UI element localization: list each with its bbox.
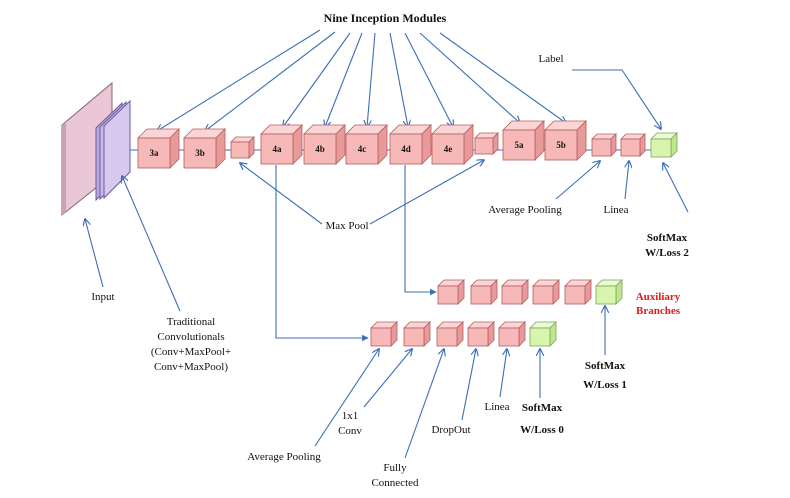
- title-arrow-4: [325, 32, 363, 127]
- module-label: 4c: [358, 144, 367, 154]
- softmax2-line1: SoftMax: [647, 232, 688, 244]
- linea-main-arrow: [625, 161, 629, 200]
- title-arrow-2: [205, 31, 336, 131]
- max-pool-block-2: [474, 132, 499, 155]
- softmax2-arrow: [663, 163, 689, 213]
- aux1-block-2: [470, 279, 498, 305]
- module-label: 5b: [556, 140, 566, 150]
- inception-4e: 4e: [431, 124, 474, 165]
- inception-4b: 4b: [303, 124, 346, 165]
- title-arrow-6: [389, 32, 408, 127]
- average-pooling-aux-text: Average Pooling: [247, 451, 321, 463]
- max-pool-arrow-2: [369, 160, 484, 225]
- softmax2-line2: W/Loss 2: [645, 247, 689, 259]
- aux0-block-4: [467, 321, 495, 347]
- conv1x1-line1: 1x1: [342, 410, 359, 422]
- aux1-block-3: [501, 279, 529, 305]
- traditional-line3: (Conv+MaxPool+: [151, 346, 231, 358]
- label-arrow: [572, 69, 661, 129]
- conv1x1-arrow: [363, 349, 412, 408]
- softmax1-line1: SoftMax: [585, 360, 626, 372]
- linear-main-block: [620, 133, 646, 157]
- softmax0-block: [529, 321, 557, 347]
- fully-connected-arrow: [404, 349, 444, 459]
- traditional-line2: Convolutionals: [157, 331, 224, 343]
- softmax0-line1: SoftMax: [522, 402, 563, 414]
- aux0-block-5: [498, 321, 526, 347]
- module-label: 3a: [150, 148, 160, 158]
- linea-main-text: Linea: [603, 204, 628, 216]
- title-arrow-8: [419, 32, 520, 123]
- softmax1-line2: W/Loss 1: [583, 379, 627, 391]
- softmax0-line2: W/Loss 0: [520, 424, 564, 436]
- avg-pool-main-arrow: [555, 161, 600, 200]
- dropout-text: DropOut: [431, 424, 470, 436]
- branch-4d-line: [404, 165, 437, 296]
- title-arrow-1: [157, 29, 321, 131]
- title-arrow-3: [283, 32, 351, 127]
- network-blocks: 3a 3b 4a 4b 4c 4d 4e 5a 5b: [137, 120, 678, 347]
- max-pool-arrow-1: [240, 163, 323, 225]
- module-label: 4b: [315, 144, 325, 154]
- linea-aux-text: Linea: [484, 401, 509, 413]
- module-label: 4a: [273, 144, 283, 154]
- inception-4c: 4c: [345, 124, 388, 165]
- module-label: 4d: [401, 144, 411, 154]
- module-label: 3b: [195, 148, 205, 158]
- title-arrow-7: [404, 32, 453, 127]
- aux0-block-2: [403, 321, 431, 347]
- inception-5a: 5a: [502, 120, 545, 161]
- title-arrow-5: [367, 32, 376, 127]
- traditional-line1: Traditional: [167, 316, 216, 328]
- branch-4a-line: [275, 165, 369, 342]
- softmax1-block: [595, 279, 623, 305]
- title-arrow-9: [439, 32, 566, 123]
- auxiliary-line1: Auxiliary: [636, 291, 681, 303]
- avg-pool-aux-arrow: [314, 349, 379, 447]
- aux1-block-1: [437, 279, 465, 305]
- module-label: 5a: [515, 140, 525, 150]
- max-pool-text: Max Pool: [325, 220, 368, 232]
- traditional-conv-stack: [95, 99, 131, 202]
- fully-connected-line2: Connected: [371, 477, 419, 489]
- dropout-arrow: [461, 349, 476, 421]
- softmax2-block: [650, 132, 678, 158]
- aux1-block-5: [564, 279, 592, 305]
- aux0-block-1: [370, 321, 398, 347]
- inception-4d: 4d: [389, 124, 432, 165]
- fully-connected-line1: Fully: [383, 462, 407, 474]
- diagram-title: Nine Inception Modules: [324, 11, 447, 25]
- inception-4a: 4a: [260, 124, 303, 165]
- connector-lines: [85, 29, 689, 459]
- traditional-line4: Conv+MaxPool): [154, 361, 228, 373]
- input-text: Input: [91, 291, 114, 303]
- label-text: Label: [538, 53, 563, 65]
- average-pooling-main-text: Average Pooling: [488, 204, 562, 216]
- conv1x1-line2: Conv: [338, 425, 362, 437]
- aux0-block-3: [436, 321, 464, 347]
- aux1-block-4: [532, 279, 560, 305]
- auxiliary-line2: Branches: [636, 305, 681, 317]
- inception-3b: 3b: [183, 128, 226, 169]
- max-pool-block-1: [230, 136, 255, 159]
- inception-3a: 3a: [137, 128, 180, 169]
- input-arrow: [85, 219, 104, 288]
- linea-aux-arrow: [499, 349, 507, 398]
- module-label: 4e: [444, 144, 453, 154]
- avg-pool-main-block: [591, 133, 617, 157]
- traditional-arrow: [122, 176, 181, 312]
- inception-5b: 5b: [544, 120, 587, 161]
